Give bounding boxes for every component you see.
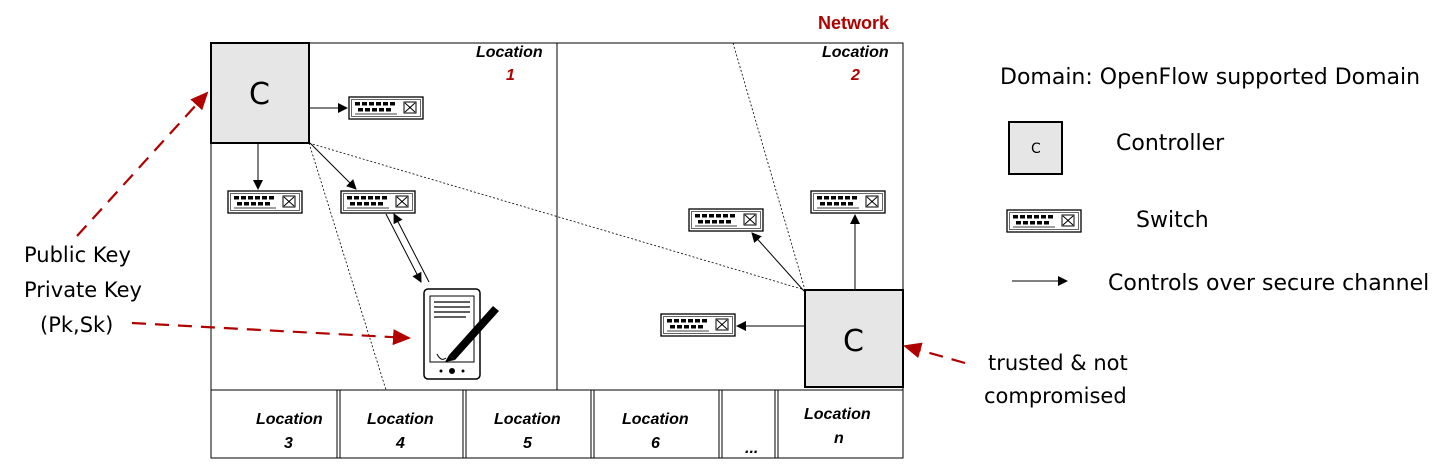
dotted-boundary-lines bbox=[308, 42, 806, 391]
controller-1-letter: C bbox=[249, 77, 270, 112]
legend: Domain: OpenFlow supported Domain C Cont… bbox=[1000, 65, 1429, 296]
switch-icon bbox=[688, 208, 764, 232]
legend-controller-label: Controller bbox=[1116, 131, 1225, 156]
location-n-label: Location bbox=[804, 406, 871, 423]
control-arrows bbox=[253, 103, 860, 331]
legend-controller-letter: C bbox=[1031, 141, 1041, 157]
location-6-label: Location bbox=[622, 411, 689, 428]
legend-domain-label: Domain: OpenFlow supported Domain bbox=[1000, 65, 1420, 90]
legend-controller-icon bbox=[1008, 121, 1063, 175]
switch-icon bbox=[660, 313, 736, 337]
location-2-number: 2 bbox=[850, 67, 860, 84]
controller-2-letter: C bbox=[843, 324, 864, 359]
network-title: Network bbox=[818, 13, 890, 33]
controller-2: C bbox=[804, 289, 904, 388]
switch-icon bbox=[348, 96, 424, 120]
controller-1: C bbox=[210, 42, 310, 144]
legend-switch-icon bbox=[1006, 209, 1082, 233]
location-4-label: Location bbox=[367, 411, 434, 428]
legend-controls-label: Controls over secure channel bbox=[1108, 271, 1429, 296]
location-1-number: 1 bbox=[506, 67, 515, 84]
switch-icon bbox=[227, 190, 303, 214]
tablet-pen-icon bbox=[423, 288, 499, 380]
legend-switch-label: Switch bbox=[1136, 208, 1209, 233]
location-n-number: n bbox=[834, 430, 844, 447]
location-1-label: Location bbox=[476, 44, 543, 61]
compromised-label: compromised bbox=[984, 384, 1127, 408]
switch-icon bbox=[810, 190, 886, 214]
red-dashed-arrows bbox=[76, 91, 966, 365]
location-ellipsis: ... bbox=[745, 440, 758, 457]
private-key-label: Private Key bbox=[24, 278, 142, 302]
location-5-number: 5 bbox=[523, 435, 533, 452]
location-5-label: Location bbox=[494, 411, 561, 428]
trusted-label: trusted & not bbox=[988, 351, 1128, 375]
key-pair-label: (Pk,Sk) bbox=[40, 313, 113, 337]
bottom-cell-dividers bbox=[336, 390, 779, 458]
location-4-number: 4 bbox=[395, 435, 405, 452]
switch-icon bbox=[340, 190, 416, 214]
location-2-label: Location bbox=[822, 44, 889, 61]
location-6-number: 6 bbox=[651, 435, 660, 452]
location-3-label: Location bbox=[256, 411, 323, 428]
location-3-number: 3 bbox=[284, 435, 293, 452]
public-key-label: Public Key bbox=[24, 243, 131, 267]
